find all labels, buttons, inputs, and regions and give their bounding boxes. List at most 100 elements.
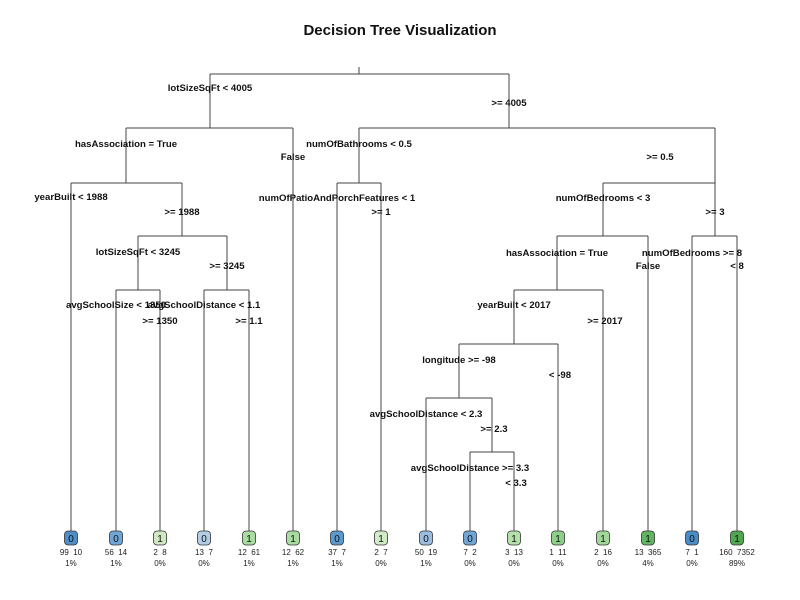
leaf-nodes: 099 101%056 141%12 80%013 70%112 611%112… xyxy=(60,530,755,568)
leaf-percent: 1% xyxy=(243,559,255,568)
leaf-percent: 89% xyxy=(729,559,745,568)
leaf-counts: 50 19 xyxy=(415,548,438,557)
leaf-class: 1 xyxy=(645,534,651,545)
leaf-counts: 13 7 xyxy=(195,548,213,557)
leaf-class: 1 xyxy=(157,534,163,545)
split-label: avgSchoolDistance < 2.3 xyxy=(370,409,483,420)
leaf-counts: 37 7 xyxy=(328,548,346,557)
leaf-node: 0 56 14 1% xyxy=(105,530,128,568)
leaf-class: 0 xyxy=(201,534,207,545)
leaf-percent: 1% xyxy=(287,559,299,568)
split-label: longitude >= -98 xyxy=(422,355,496,366)
leaf-box xyxy=(596,530,610,546)
leaf-node: 11 110% xyxy=(549,530,567,568)
leaf-node: 1 2 7 0% xyxy=(374,530,388,568)
split-label: numOfBedrooms >= 8 xyxy=(642,248,743,259)
leaf-class: 0 xyxy=(334,534,340,545)
leaf-counts: 3 13 xyxy=(505,548,523,557)
leaf-percent: 1% xyxy=(331,559,343,568)
leaf-box xyxy=(286,530,300,546)
leaf-counts: 56 14 xyxy=(105,548,128,557)
leaf-percent: 1% xyxy=(110,559,122,568)
split-label: avgSchoolSize < 1350 xyxy=(66,300,166,311)
split-label: numOfBathrooms < 0.5 xyxy=(306,139,412,150)
leaf-box xyxy=(330,530,344,546)
split-label: avgSchoolDistance >= 3.3 xyxy=(411,463,529,474)
leaf-class: 1 xyxy=(246,534,252,545)
split-label: yearBuilt < 2017 xyxy=(477,300,550,311)
leaf-node: 12 80% xyxy=(153,530,167,568)
split-label: >= 4005 xyxy=(491,98,527,109)
leaf-node: 099 101% xyxy=(60,530,83,568)
leaf-node: 1 2 16 0% xyxy=(594,530,612,568)
leaf-class: 0 xyxy=(689,534,695,545)
leaf-box xyxy=(730,530,744,546)
leaf-counts: 1 11 xyxy=(549,548,567,557)
tree-edges xyxy=(70,67,738,531)
split-label: yearBuilt < 1988 xyxy=(34,192,108,203)
leaf-class: 0 xyxy=(68,534,74,545)
leaf-class: 1 xyxy=(734,534,740,545)
leaf-class: 0 xyxy=(113,534,119,545)
leaf-box xyxy=(641,530,655,546)
leaf-counts: 7 2 xyxy=(463,548,477,557)
leaf-percent: 0% xyxy=(552,559,564,568)
split-label: >= 1.1 xyxy=(235,316,263,327)
leaf-node: 0 13 7 0% xyxy=(195,530,213,568)
split-label: lotSizeSqFt < 3245 xyxy=(96,247,181,258)
leaf-node: 13 130% xyxy=(505,530,523,568)
split-label: >= 2.3 xyxy=(480,424,507,435)
leaf-box xyxy=(64,530,78,546)
leaf-node: 112 621% xyxy=(282,530,305,568)
leaf-percent: 0% xyxy=(198,559,210,568)
leaf-percent: 0% xyxy=(375,559,387,568)
leaf-box xyxy=(242,530,256,546)
leaf-class: 0 xyxy=(423,534,429,545)
split-label: >= 2017 xyxy=(587,316,622,327)
leaf-percent: 0% xyxy=(154,559,166,568)
leaf-node: 0 7 2 0% xyxy=(463,530,477,568)
split-label: >= 0.5 xyxy=(646,152,674,163)
split-label: >= 1350 xyxy=(142,316,177,327)
leaf-percent: 0% xyxy=(597,559,609,568)
split-label: < -98 xyxy=(549,370,572,381)
leaf-counts: 160 7352 xyxy=(719,548,755,557)
leaf-box xyxy=(685,530,699,546)
leaf-box xyxy=(197,530,211,546)
leaf-box xyxy=(419,530,433,546)
leaf-percent: 1% xyxy=(65,559,77,568)
split-label: numOfBedrooms < 3 xyxy=(556,193,651,204)
leaf-counts: 13 365 xyxy=(635,548,662,557)
split-label: hasAssociation = True xyxy=(506,248,608,259)
leaf-percent: 1% xyxy=(420,559,432,568)
split-labels: lotSizeSqFt < 4005 >= 4005 hasAssociatio… xyxy=(34,83,744,489)
leaf-counts: 12 62 xyxy=(282,548,305,557)
leaf-counts: 2 7 xyxy=(374,548,388,557)
leaf-node: 1 160 7352 89% xyxy=(719,530,755,568)
leaf-counts: 7 1 xyxy=(685,548,699,557)
split-label: False xyxy=(281,152,306,163)
split-label: numOfPatioAndPorchFeatures < 1 xyxy=(259,193,416,204)
leaf-class: 1 xyxy=(600,534,606,545)
split-label: >= 3 xyxy=(705,207,724,218)
leaf-percent: 0% xyxy=(508,559,520,568)
leaf-percent: 0% xyxy=(464,559,476,568)
split-label: lotSizeSqFt < 4005 xyxy=(168,83,253,94)
leaf-counts: 2 16 xyxy=(594,548,612,557)
leaf-box xyxy=(374,530,388,546)
leaf-node: 07 10% xyxy=(685,530,699,568)
leaf-box xyxy=(153,530,167,546)
split-label: >= 1988 xyxy=(164,207,200,218)
split-label: >= 3245 xyxy=(209,261,245,272)
split-label: hasAssociation = True xyxy=(75,139,177,150)
leaf-box xyxy=(551,530,565,546)
split-label: >= 1 xyxy=(371,207,391,218)
leaf-box xyxy=(463,530,477,546)
leaf-class: 1 xyxy=(378,534,384,545)
split-label: < 8 xyxy=(730,261,744,272)
leaf-class: 0 xyxy=(467,534,473,545)
diagram-title: Decision Tree Visualization xyxy=(303,22,496,39)
